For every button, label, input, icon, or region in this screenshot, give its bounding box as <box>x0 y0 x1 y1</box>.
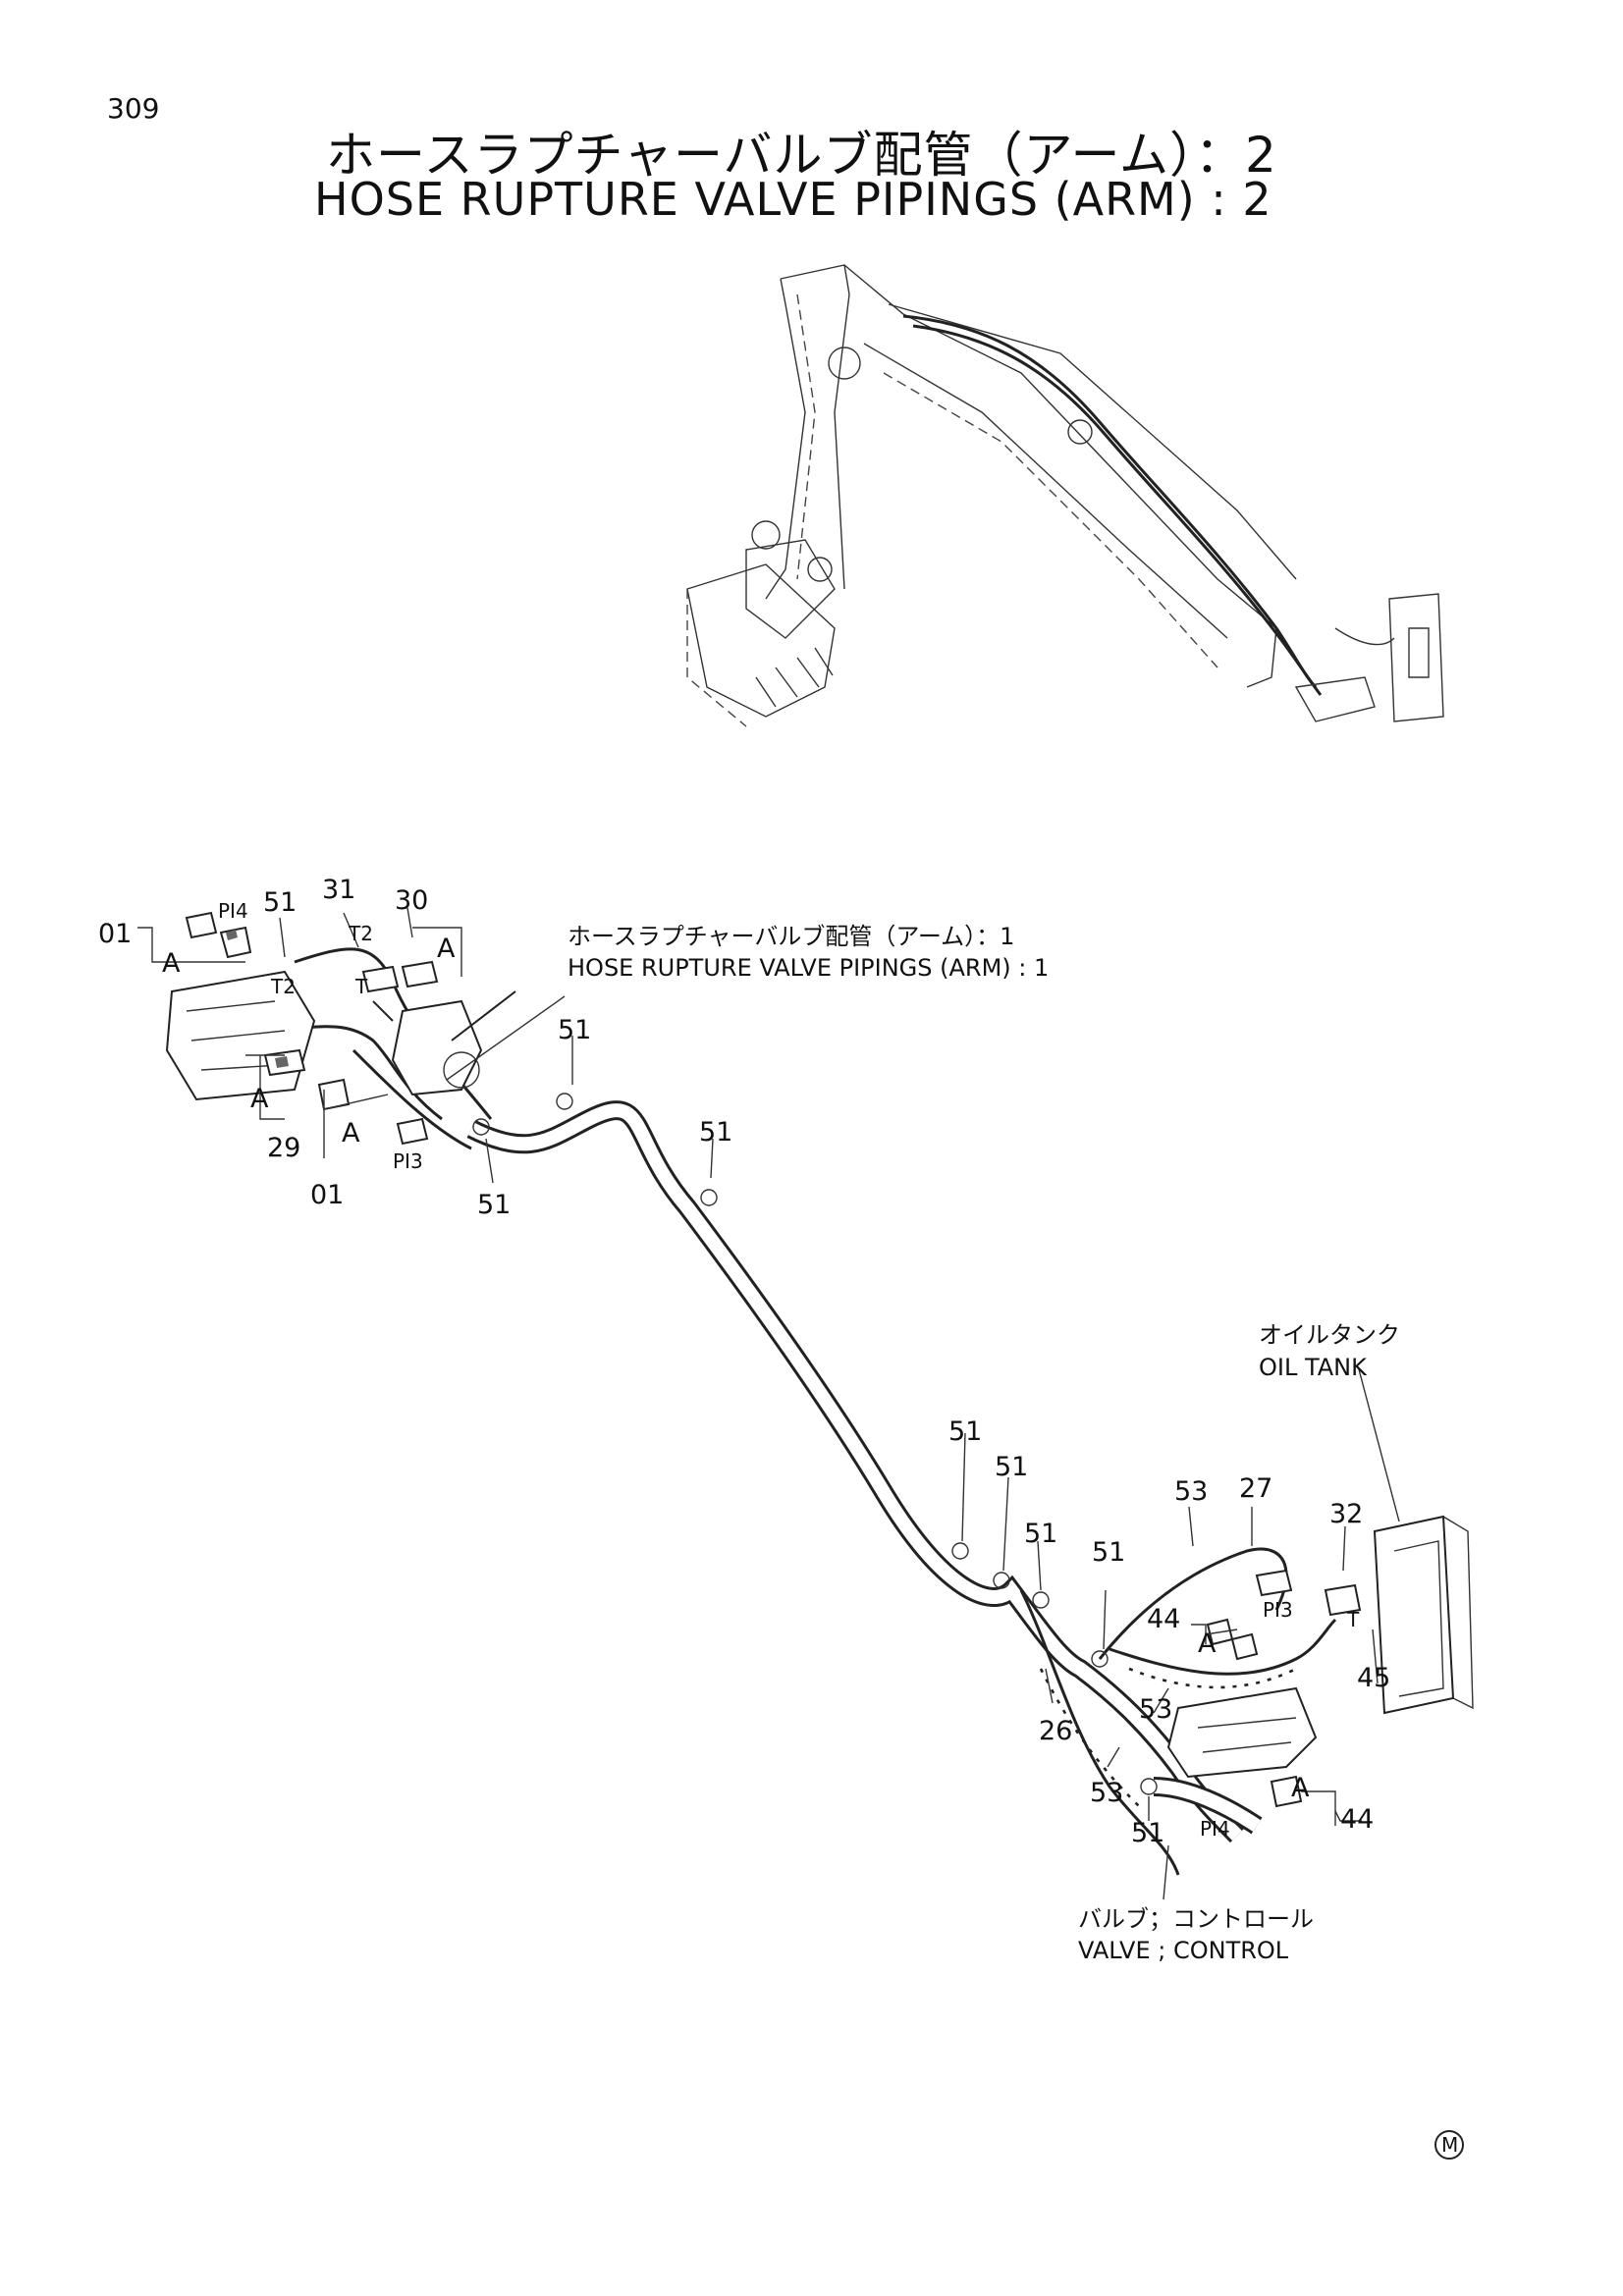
port-label-pi4-top: PI4 <box>218 899 248 923</box>
part-label-51-c: 51 <box>477 1190 511 1220</box>
view-a-markers: A A A A A A <box>162 934 1310 1803</box>
part-label-27: 27 <box>1239 1473 1272 1504</box>
port-label-t-right: T <box>1346 1608 1360 1631</box>
part-label-26: 26 <box>1039 1716 1072 1746</box>
part-label-44-bottom: 44 <box>1340 1804 1374 1835</box>
part-label-29: 29 <box>267 1133 300 1163</box>
part-label-32: 32 <box>1329 1499 1363 1529</box>
part-label-45: 45 <box>1357 1663 1390 1693</box>
port-label-t-top: T <box>354 975 368 998</box>
part-label-53-a: 53 <box>1174 1476 1208 1507</box>
part-label-53-b: 53 <box>1139 1694 1172 1725</box>
reference-callout-english: HOSE RUPTURE VALVE PIPINGS (ARM) : 1 <box>568 954 1049 982</box>
control-valve-label-japanese: バルブ；コントロール <box>1078 1905 1314 1933</box>
view-a-marker-1: A <box>162 948 181 979</box>
port-label-t2-a: T2 <box>348 922 373 945</box>
part-label-51-d: 51 <box>699 1117 732 1148</box>
part-label-53-c: 53 <box>1090 1778 1123 1808</box>
part-label-51-h: 51 <box>1092 1537 1125 1568</box>
view-a-brackets <box>137 927 1336 1826</box>
part-label-51-a: 51 <box>263 887 297 918</box>
leader-lines <box>279 907 1400 1900</box>
reference-callout-japanese: ホースラプチャーバルブ配管（アーム）：1 <box>568 923 1014 950</box>
part-label-01-top: 01 <box>98 919 132 949</box>
port-label-t2-b: T2 <box>270 975 296 998</box>
part-label-31: 31 <box>322 875 355 905</box>
port-label-pi4-bottom: PI4 <box>1200 1817 1230 1841</box>
view-a-marker-2: A <box>437 934 456 964</box>
part-number-labels: 01 51 31 30 51 29 01 51 51 51 51 51 51 5… <box>98 875 1390 1848</box>
manufacturer-mark: M <box>1434 2130 1464 2160</box>
excavator-arm-overview <box>686 264 1444 727</box>
manufacturer-mark-circle <box>1434 2130 1464 2160</box>
port-labels: PI4 T2 T2 T PI3 PI3 T PI4 <box>218 899 1360 1841</box>
manufacturer-mark-letter: M <box>1441 2133 1458 2157</box>
part-label-30: 30 <box>395 885 428 916</box>
view-a-marker-3: A <box>250 1084 269 1114</box>
oil-tank-label-japanese: オイルタンク <box>1259 1321 1400 1349</box>
port-label-pi3-left: PI3 <box>393 1149 423 1173</box>
part-label-51-b: 51 <box>558 1015 591 1045</box>
port-label-pi3-right: PI3 <box>1263 1598 1293 1622</box>
control-valve-and-oil-tank <box>1166 1515 1474 1808</box>
control-valve-label-english: VALVE ; CONTROL <box>1078 1937 1289 1964</box>
view-a-marker-5: A <box>1198 1629 1217 1659</box>
page-number: 309 <box>107 92 160 125</box>
page-title-japanese: ホースラプチャーバルブ配管（アーム）：2 <box>326 127 1277 184</box>
part-label-51-e: 51 <box>948 1416 982 1447</box>
reference-callouts: ホースラプチャーバルブ配管（アーム）：1 HOSE RUPTURE VALVE … <box>568 923 1400 1964</box>
part-label-01-bottom: 01 <box>310 1180 344 1210</box>
part-label-44-top: 44 <box>1147 1604 1180 1634</box>
view-a-marker-4: A <box>342 1118 360 1148</box>
part-label-51-g: 51 <box>1024 1519 1057 1549</box>
part-label-51-f: 51 <box>995 1452 1028 1482</box>
oil-tank-label-english: OIL TANK <box>1259 1354 1368 1381</box>
arm-hose-rupture-valve <box>165 911 516 1146</box>
page-title-english: HOSE RUPTURE VALVE PIPINGS (ARM) : 2 <box>314 173 1272 226</box>
view-a-marker-6: A <box>1291 1773 1310 1803</box>
part-label-51-i: 51 <box>1131 1818 1164 1848</box>
